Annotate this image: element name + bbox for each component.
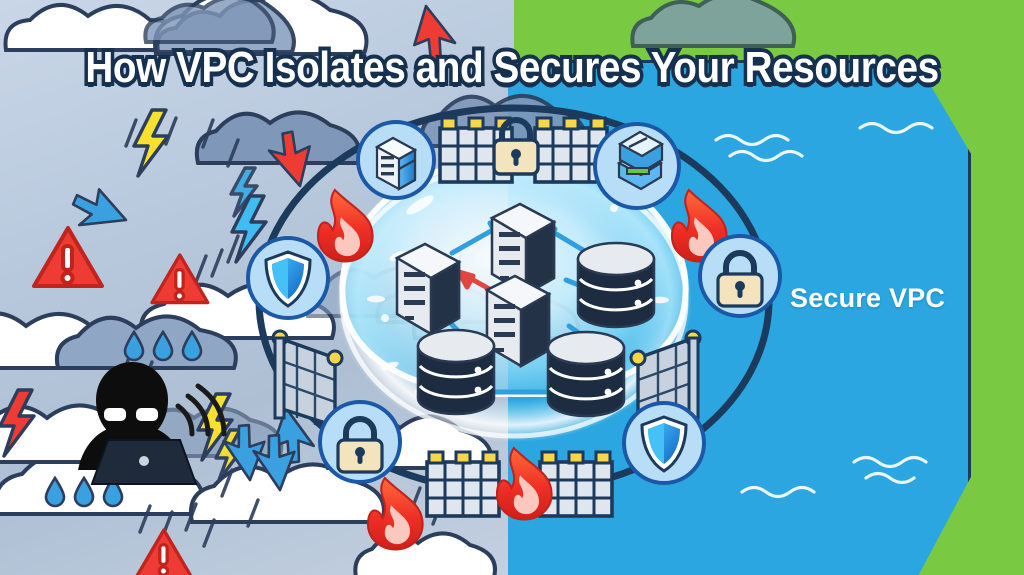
flame-icon <box>316 188 728 551</box>
shield-icon <box>246 236 330 320</box>
lightning-bolt-icon <box>0 108 268 482</box>
warning-triangle-icon <box>32 226 210 575</box>
cursor-arrow-icon <box>71 4 457 492</box>
ring-circle-icons <box>246 120 782 485</box>
server-rack-icon <box>356 120 436 200</box>
padlock-icon <box>698 234 782 318</box>
padlock-icon <box>492 117 540 176</box>
core-database-group <box>416 241 656 418</box>
network-switch-icon <box>593 122 681 210</box>
secure-vpc-label: Secure VPC <box>790 283 946 313</box>
rain-drop-icon <box>44 329 203 508</box>
padlock-icon <box>318 400 402 484</box>
water-wave-decoration <box>714 121 934 499</box>
shield-icon <box>622 401 706 485</box>
hacker-icon <box>78 362 227 485</box>
